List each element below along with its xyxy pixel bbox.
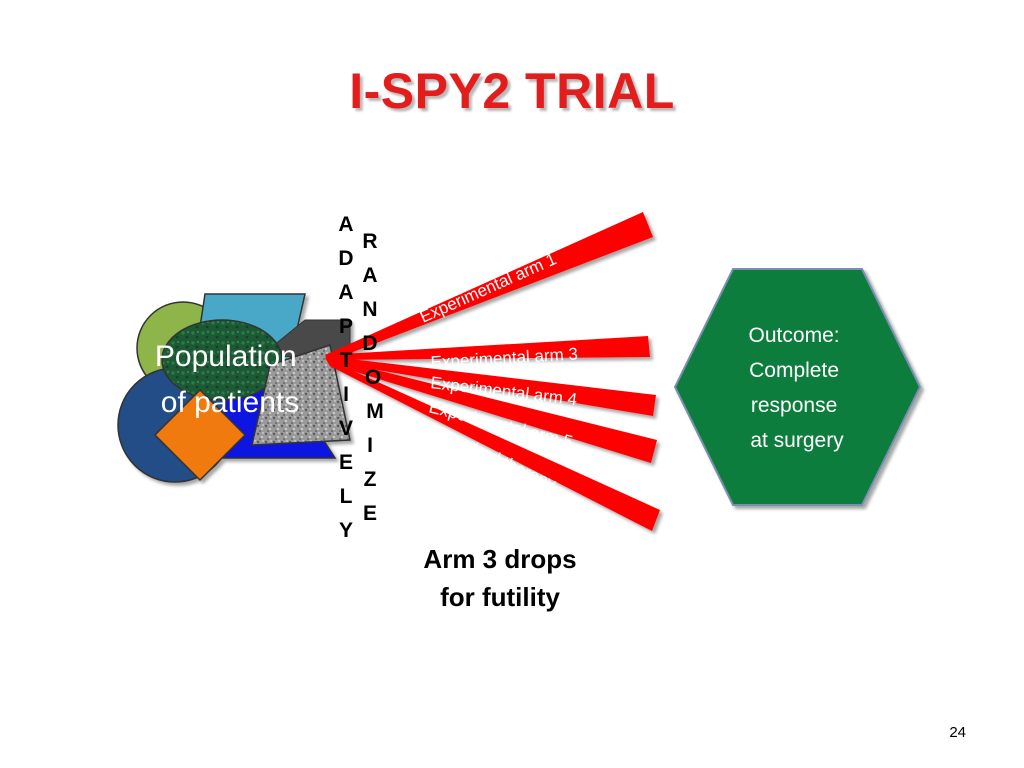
outcome-label: Outcome: Complete response at surgery <box>749 324 846 452</box>
letter-o: O <box>365 366 381 389</box>
letter-a: A <box>362 264 377 287</box>
arm-bar-5 <box>325 357 657 463</box>
outcome-line-1: Outcome: <box>749 324 840 347</box>
futility-note: Arm 3 drops for futility <box>380 540 620 616</box>
outcome-line-3: response <box>751 394 837 417</box>
letter-i: I <box>343 383 349 406</box>
letter-a1: A <box>338 213 353 236</box>
outcome-line-4: at surgery <box>750 429 844 452</box>
letter-z: Z <box>364 468 377 491</box>
letter-d: D <box>362 332 377 355</box>
outcome-hexagon <box>673 268 922 506</box>
letter-i: I <box>367 434 373 457</box>
letter-l: L <box>340 485 353 508</box>
futility-note-line-2: for futility <box>440 582 560 612</box>
orange-diamond-shape <box>153 388 247 482</box>
futility-note-line-1: Arm 3 drops <box>423 544 577 574</box>
population-label: Population of patients <box>155 340 305 419</box>
letter-n: N <box>362 298 377 321</box>
letter-m: M <box>366 400 384 423</box>
arm-bar-1 <box>325 212 653 360</box>
arm-bar-4 <box>325 356 656 416</box>
slide-title: I-SPY2 TRIAL <box>349 63 675 119</box>
outcome-line-2: Complete <box>749 359 839 382</box>
arm-bar-standard <box>325 358 660 531</box>
population-shapes <box>117 293 351 483</box>
letter-r: R <box>362 230 377 253</box>
granite-quad-shape <box>251 344 351 446</box>
letter-t: T <box>340 349 353 372</box>
adaptively-vertical: A D A P T I V E L Y <box>338 213 353 542</box>
letter-a2: A <box>338 281 353 304</box>
letter-p: P <box>339 315 353 338</box>
arm-label-1: Experimental arm 1 <box>417 249 559 326</box>
population-label-line-2: of patients <box>161 386 299 419</box>
arm-bar-3 <box>325 336 650 360</box>
randomize-vertical: R A N D O M I Z E <box>362 230 383 525</box>
letter-y: Y <box>339 519 353 542</box>
page-number: 24 <box>949 724 966 741</box>
arms-fan <box>325 212 660 531</box>
population-label-line-1: Population <box>155 340 297 373</box>
letter-d: D <box>338 247 353 270</box>
letter-e: E <box>339 451 353 474</box>
letter-v: V <box>339 417 353 440</box>
letter-e: E <box>363 502 377 525</box>
marble-ellipse-shape <box>161 319 283 401</box>
